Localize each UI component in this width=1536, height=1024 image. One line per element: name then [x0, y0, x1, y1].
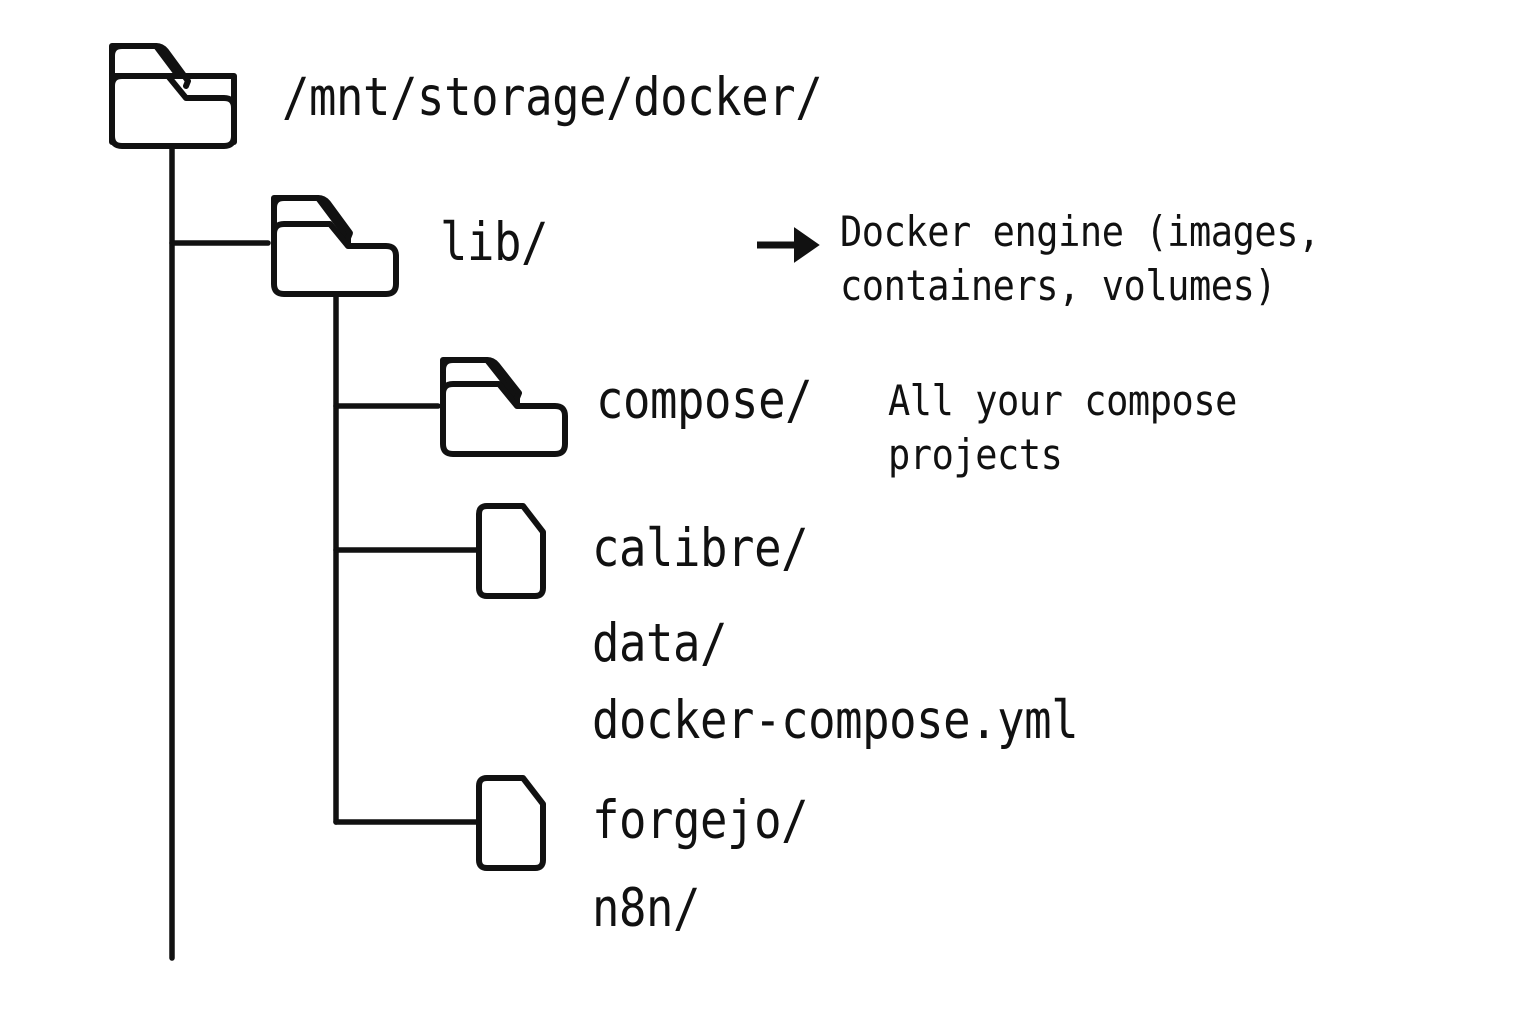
node-label-forgejo: forgejo/ [592, 790, 809, 851]
node-label-calibre: calibre/ [592, 518, 809, 579]
folder-icon [440, 357, 568, 457]
file-icon [476, 775, 546, 871]
arrow-right-icon [757, 227, 820, 263]
node-label-docker-compose-yml: docker-compose.yml [592, 690, 1079, 751]
node-label-n8n: n8n/ [592, 878, 701, 939]
annotation-compose-line1: All your compose [888, 376, 1237, 425]
folder-icon [109, 43, 237, 149]
annotation-lib-line1: Docker engine (images, [840, 207, 1320, 256]
folder-icon [271, 195, 399, 297]
file-icon [476, 503, 546, 599]
annotation-compose-line2: projects [888, 430, 1063, 479]
root-path-label: /mnt/storage/docker/ [282, 67, 823, 128]
node-label-data: data/ [592, 613, 728, 674]
node-label-compose: compose/ [596, 370, 813, 431]
node-label-lib: lib/ [440, 212, 549, 273]
annotation-lib-line2: containers, volumes) [840, 261, 1277, 310]
